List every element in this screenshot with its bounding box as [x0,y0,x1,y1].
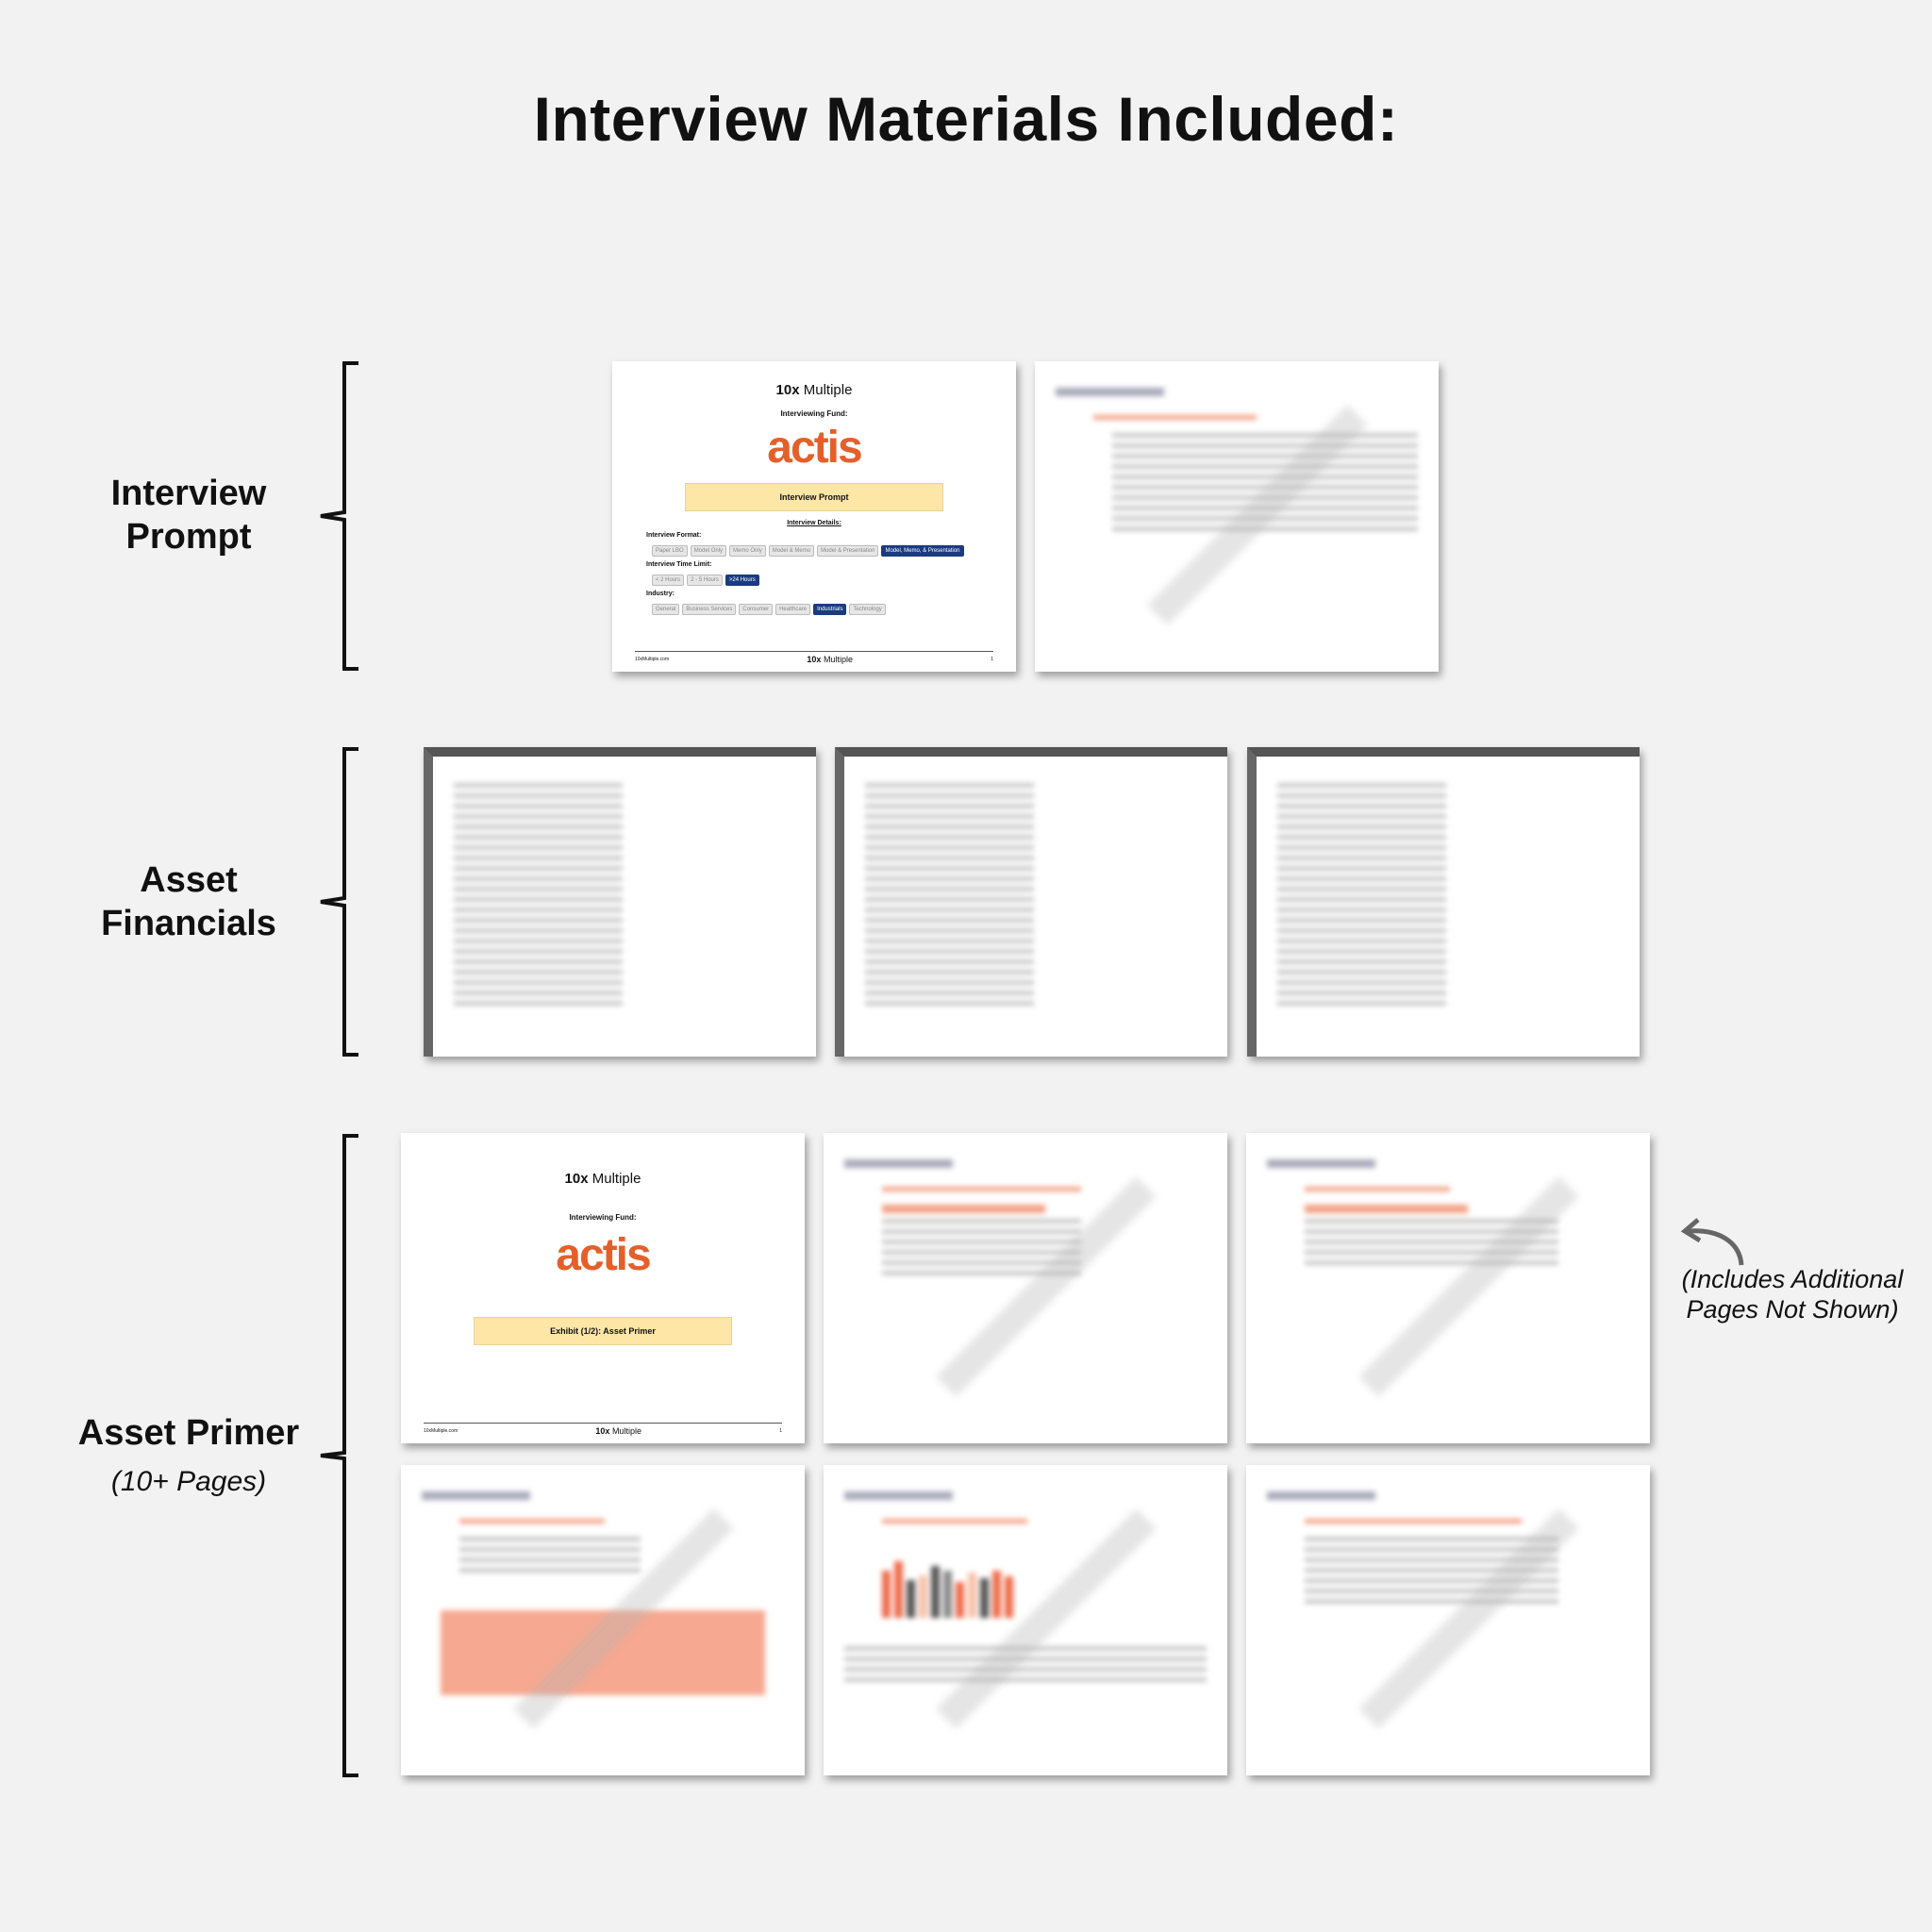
brand-num: 10x [595,1426,610,1436]
footer-page: 1 [991,657,993,662]
bracket-icon [320,361,358,671]
brand-num: 10x [807,655,822,664]
chip: Memo Only [729,545,766,557]
blurred-primer-page [824,1133,1227,1443]
time-label: Interview Time Limit: [646,561,712,568]
industry-label: Industry: [646,591,675,597]
bracket-icon [320,747,358,1057]
brand-num: 10x [564,1171,589,1187]
asset-primer-cover-page: 10x Multiple Interviewing Fund: actis Ex… [401,1133,805,1443]
blurred-financials-page [1247,747,1640,1057]
fund-label: Interviewing Fund: [780,409,848,418]
chip: 2 - 5 Hours [687,575,723,586]
label-line: Financials [101,904,276,943]
prompt-band: Interview Prompt [685,483,943,511]
label-line: Prompt [125,517,252,557]
page-footer: 10xMultiple.com 10x Multiple 1 [635,651,993,664]
chip: Technology [849,604,886,615]
blurred-primer-page [401,1465,805,1775]
brand-word: Multiple [823,655,853,664]
footer-brand: 10x Multiple [595,1426,641,1436]
brand-logo: 10x Multiple [612,382,1016,398]
blurred-financials-page [424,747,816,1057]
chip-selected: >24 Hours [724,575,759,586]
chip: < 2 Hours [652,575,685,586]
section-label-asset-primer: Asset Primer (10+ Pages) [47,1411,330,1504]
brand-num: 10x [775,382,800,398]
chip: Business Services [682,604,737,615]
chip: Paper LBO [652,545,688,557]
primer-band: Exhibit (1/2): Asset Primer [474,1317,732,1345]
label-line: Asset Primer [77,1413,300,1453]
label-line: Interview [110,474,267,513]
details-heading: Interview Details: [787,520,841,526]
brand-word: Multiple [591,1171,641,1187]
blurred-primer-page [1246,1133,1650,1443]
label-line: Asset [140,860,238,900]
format-label: Interview Format: [646,532,702,539]
additional-pages-note: (Includes Additional Pages Not Shown) [1681,1265,1904,1324]
page-footer: 10xMultiple.com 10x Multiple 1 [424,1423,782,1436]
interview-prompt-cover-page: 10x Multiple Interviewing Fund: actis In… [612,361,1016,672]
footer-brand: 10x Multiple [807,655,853,664]
brand-word: Multiple [611,1426,641,1436]
fund-logo: actis [556,1230,651,1280]
chip: General [652,604,680,615]
chip: Model Only [690,545,727,557]
footer-page: 1 [779,1428,782,1434]
brand-logo: 10x Multiple [401,1171,805,1187]
blurred-primer-page [1246,1465,1650,1775]
chip-selected: Model, Memo, & Presentation [881,545,964,557]
chip-selected: Industrials [813,604,847,615]
page-title: Interview Materials Included: [533,84,1399,154]
chip: Model & Presentation [817,545,879,557]
blurred-prompt-page [1035,361,1439,672]
chip: Healthcare [775,604,811,615]
fund-logo: actis [767,423,862,473]
chip: Consumer [739,604,774,615]
brand-word: Multiple [803,382,853,398]
footer-site: 10xMultiple.com [635,657,670,662]
chip: Model & Memo [768,545,815,557]
curved-arrow-icon [1679,1212,1745,1269]
page-count-note: (10+ Pages) [110,1466,267,1497]
footer-site: 10xMultiple.com [424,1428,458,1434]
blurred-chart-page [824,1465,1227,1775]
fund-label: Interviewing Fund: [569,1213,637,1222]
bracket-icon [320,1134,358,1777]
blurred-financials-page [835,747,1227,1057]
